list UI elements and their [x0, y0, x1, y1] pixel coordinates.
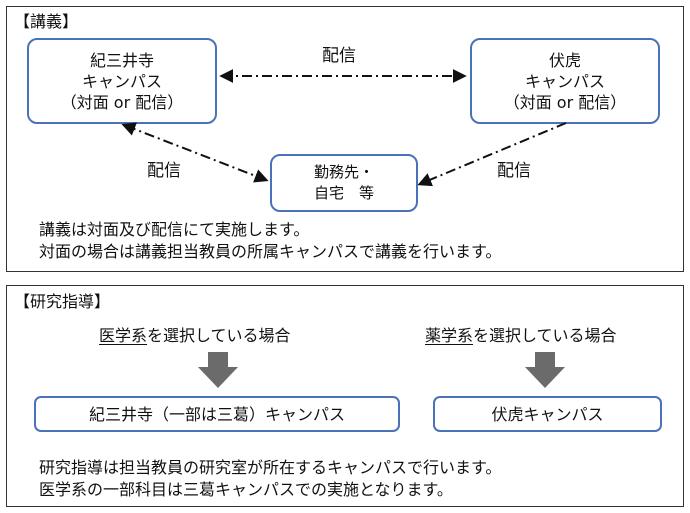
fushiko-line-3: （対面 or 配信）: [503, 92, 627, 112]
remote-location-node: 勤務先・ 自宅 等: [270, 154, 418, 212]
lecture-note-1: 講義は対面及び配信にて実施します。: [39, 220, 310, 239]
medical-campus-box: 紀三井寺（一部は三葛）キャンパス: [34, 396, 400, 432]
edge-label-top: 配信: [322, 46, 356, 66]
pharma-underlined: 薬学系: [425, 326, 474, 345]
fushiko-line-2: キャンパス: [524, 71, 605, 91]
edge-label-right: 配信: [497, 161, 531, 181]
medical-rest: を選択している場合: [147, 326, 291, 345]
pharma-rest: を選択している場合: [473, 326, 617, 345]
fushiko-line-1: 伏虎: [548, 50, 581, 70]
down-arrow-medical: [198, 352, 238, 388]
lecture-title: 【講義】: [14, 12, 79, 31]
arrow-fushiko-remote: [417, 122, 567, 187]
lecture-note-2: 対面の場合は講義担当教員の所属キャンパスで講義を行います。: [39, 242, 502, 261]
pharma-selection-label: 薬学系を選択している場合: [425, 326, 617, 346]
remote-line-2: 自宅 等: [313, 184, 374, 202]
kimiidera-line-2: キャンパス: [81, 71, 162, 91]
medical-campus-text: 紀三井寺（一部は三葛）キャンパス: [88, 404, 345, 424]
kimiidera-campus-node: 紀三井寺 キャンパス （対面 or 配信）: [27, 38, 217, 124]
kimiidera-line-3: （対面 or 配信）: [60, 92, 184, 112]
research-note-1: 研究指導は担当教員の研究室が所在するキャンパスで行います。: [39, 458, 502, 477]
kimiidera-line-1: 紀三井寺: [89, 50, 154, 70]
medical-selection-label: 医学系を選択している場合: [99, 326, 291, 346]
pharma-campus-text: 伏虎キャンパス: [491, 404, 604, 424]
research-title: 【研究指導】: [14, 292, 111, 311]
research-note-2: 医学系の一部科目は三葛キャンパスでの実施となります。: [39, 480, 453, 499]
down-arrow-pharma: [525, 352, 565, 388]
medical-underlined: 医学系: [99, 326, 148, 345]
remote-line-1: 勤務先・: [313, 163, 374, 181]
pharma-campus-box: 伏虎キャンパス: [433, 396, 662, 432]
fushiko-campus-node: 伏虎 キャンパス （対面 or 配信）: [470, 38, 660, 124]
arrow-remote-kii: [121, 122, 269, 183]
